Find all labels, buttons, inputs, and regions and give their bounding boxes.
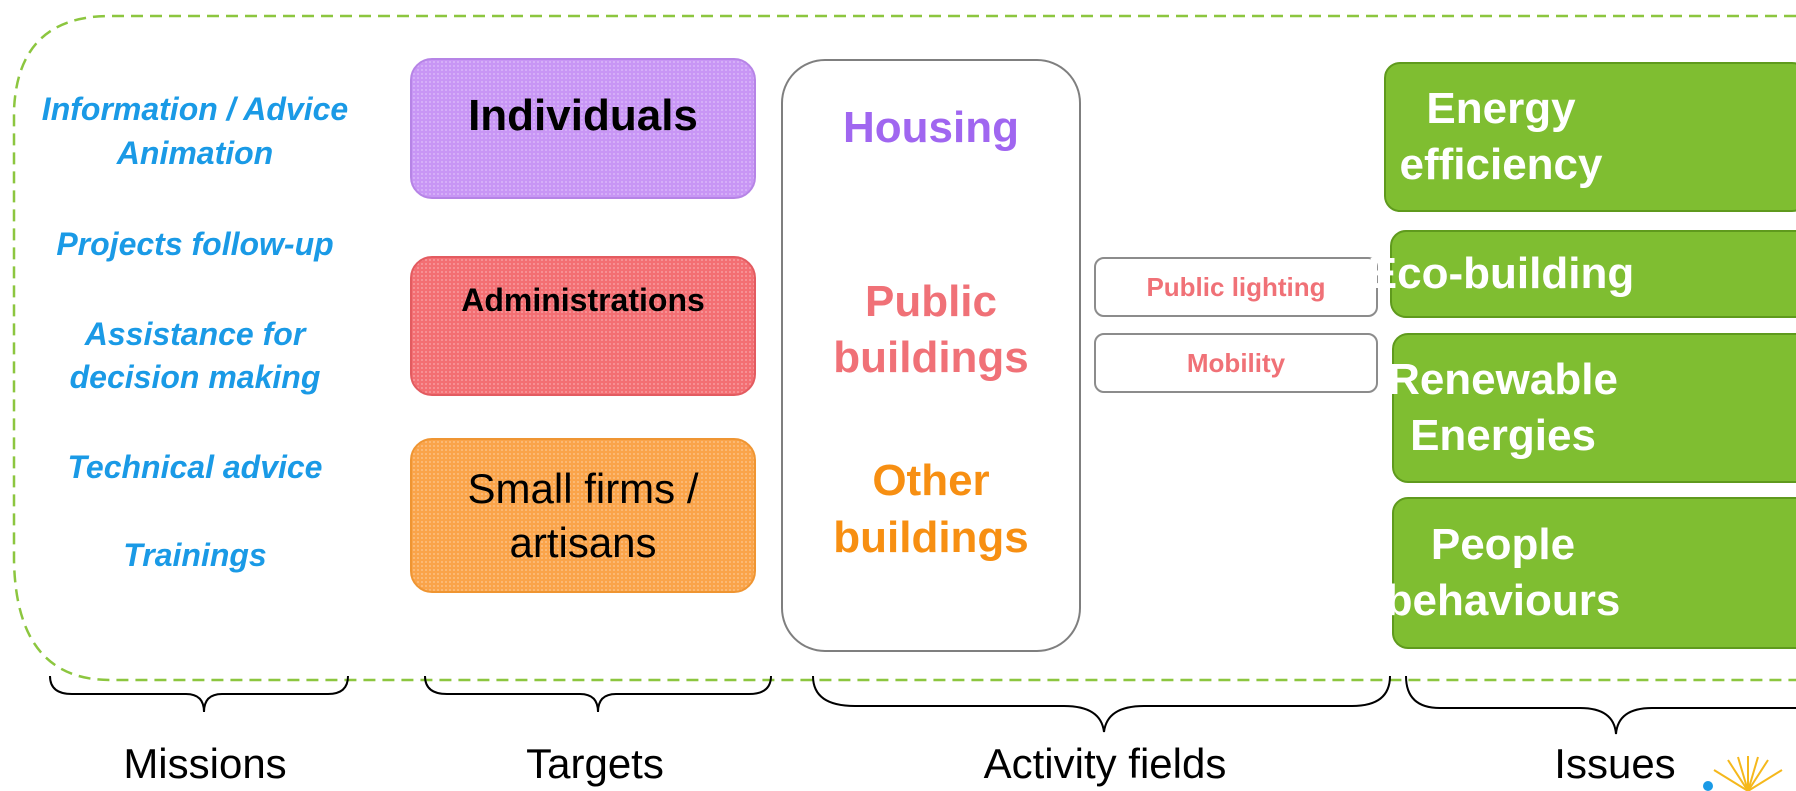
target-small-firms-line2: artisans: [509, 518, 657, 566]
issue-energy-line1: Energy: [1426, 84, 1576, 133]
missions-brace: [49, 675, 349, 713]
target-individuals: Individuals: [410, 58, 756, 199]
sun-logo-icon: [1703, 756, 1783, 791]
activity-brace: [812, 675, 1391, 733]
target-small-firms-line1: Small firms /: [467, 464, 699, 512]
issue-renewable-energies: Renewable Energies: [1388, 333, 1796, 483]
activity-other-line2: buildings: [833, 513, 1029, 562]
activity-housing: Housing: [843, 103, 1019, 152]
activity-other-line1: Other: [872, 456, 990, 505]
target-administrations-label: Administrations: [461, 281, 705, 318]
mission-information-advice: Information / Advice: [41, 91, 349, 127]
public-lighting-box: Public lighting: [1094, 257, 1378, 317]
issue-people-line1: People: [1430, 520, 1576, 569]
mission-animation: Animation: [116, 135, 274, 171]
activity-fields-box: [781, 59, 1081, 652]
issue-eco-building: Eco-building: [1368, 230, 1796, 318]
issue-people-line2: behaviours: [1385, 576, 1621, 625]
target-small-firms: Small firms / artisans: [410, 438, 756, 593]
mission-technical-advice: Technical advice: [67, 449, 323, 485]
issue-people-behaviours: People behaviours: [1386, 497, 1796, 649]
issues-brace: [1405, 675, 1796, 735]
category-issues: Issues: [1554, 740, 1676, 787]
mission-trainings: Trainings: [123, 537, 267, 573]
category-activity-fields: Activity fields: [983, 740, 1227, 787]
target-individuals-label: Individuals: [468, 90, 698, 140]
mission-projects-follow-up: Projects follow-up: [56, 226, 334, 262]
mission-decision-making: decision making: [69, 359, 321, 395]
targets-brace: [424, 675, 772, 713]
activity-public-line2: buildings: [833, 333, 1029, 382]
mission-assistance-for: Assistance for: [84, 316, 306, 352]
issue-renewable-line2: Energies: [1410, 411, 1596, 460]
target-administrations: Administrations: [410, 256, 756, 396]
category-missions: Missions: [123, 740, 287, 787]
category-targets: Targets: [526, 740, 664, 787]
mobility-box: Mobility: [1094, 333, 1378, 393]
dashed-boundary: [12, 14, 1796, 682]
issue-energy-efficiency: Energy efficiency: [1384, 62, 1796, 212]
mobility-label: Mobility: [1186, 347, 1286, 378]
public-lighting-label: Public lighting: [1146, 271, 1326, 302]
activity-public-line1: Public: [864, 277, 998, 326]
issue-energy-line2: efficiency: [1399, 140, 1603, 189]
issue-renewable-line1: Renewable: [1388, 355, 1618, 404]
issue-eco-building-label: Eco-building: [1367, 249, 1635, 298]
